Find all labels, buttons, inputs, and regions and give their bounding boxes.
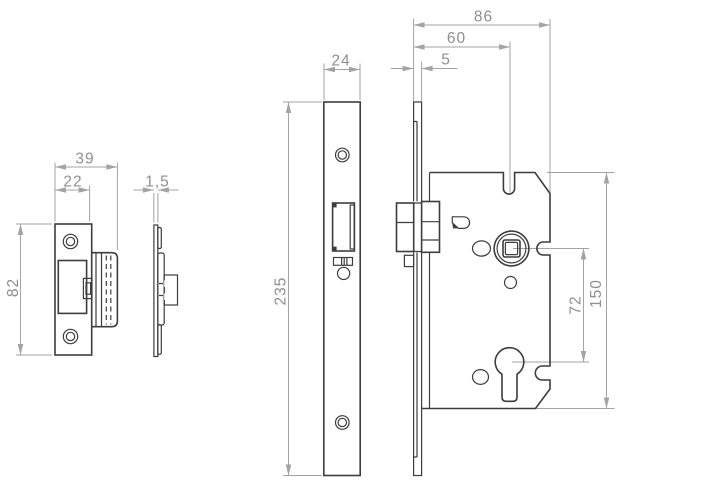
faceplate-front-view bbox=[322, 101, 361, 477]
faceplate-screw-hole-top bbox=[334, 147, 350, 163]
dim-label-strike-thickness: 1,5 bbox=[145, 174, 170, 191]
lock-case-side-view bbox=[395, 171, 551, 410]
dim-label-faceplate-width: 24 bbox=[331, 53, 350, 70]
strike-latch-opening bbox=[57, 259, 88, 315]
fixing-hole-upper bbox=[471, 240, 492, 257]
dim-label-backset: 60 bbox=[447, 30, 466, 47]
dim-label-strike-overall-width: 39 bbox=[75, 151, 94, 168]
euro-cylinder-hole bbox=[494, 346, 525, 403]
strike-keeper-tab bbox=[82, 277, 93, 300]
latch-bolt-edge bbox=[349, 204, 356, 250]
small-hole bbox=[503, 275, 518, 290]
deadlocking-snib bbox=[332, 256, 354, 266]
strike-plate-lip bbox=[91, 251, 119, 328]
strike-screw-hole-top bbox=[62, 233, 79, 250]
dim-label-case-depth: 86 bbox=[474, 9, 493, 26]
dim-label-case-height: 150 bbox=[588, 279, 605, 308]
strike-keeper-box bbox=[163, 274, 179, 306]
spindle-square-hole bbox=[502, 239, 521, 258]
dim-label-centres: 72 bbox=[568, 295, 585, 314]
strike-plate-side-view bbox=[153, 224, 179, 358]
dim-label-strike-plate-width: 22 bbox=[63, 174, 82, 191]
dimension-lines bbox=[16, 18, 615, 476]
fixing-hole-lower bbox=[471, 369, 490, 386]
strike-bend-lines bbox=[105, 255, 112, 325]
stop-slot bbox=[451, 216, 471, 229]
strike-side-raised-part bbox=[157, 252, 165, 326]
snib-pin bbox=[336, 266, 351, 281]
dim-label-strike-height: 82 bbox=[5, 278, 22, 297]
dimension-labels: 39 22 1,5 82 24 235 86 60 5 72 150 bbox=[5, 9, 605, 315]
strike-screw-hole-bottom bbox=[62, 328, 79, 345]
lock-case-outline bbox=[421, 171, 551, 410]
strike-plate-front-view bbox=[54, 223, 119, 356]
faceplate-outline bbox=[322, 101, 361, 477]
latch-bolt-body bbox=[420, 200, 441, 254]
dim-label-faceplate-height: 235 bbox=[273, 277, 290, 306]
faceplate-side-view bbox=[413, 101, 423, 477]
faceplate-latch-opening bbox=[331, 202, 356, 252]
faceplate-side-plate bbox=[413, 101, 423, 477]
dim-label-faceplate-gap: 5 bbox=[441, 52, 451, 69]
latch-bolt-head bbox=[395, 202, 415, 253]
faceplate-screw-hole-bottom bbox=[334, 415, 350, 430]
snib-pin-side bbox=[403, 254, 415, 268]
spindle-follower-outer bbox=[493, 230, 530, 267]
